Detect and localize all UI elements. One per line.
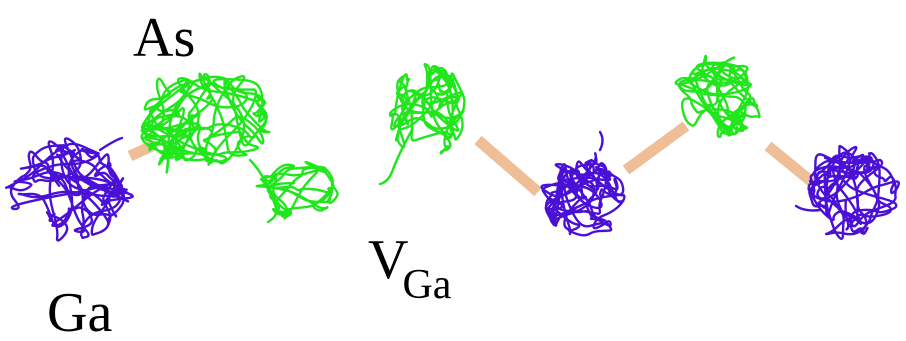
arsenic-strand-1	[248, 158, 278, 224]
bond-2	[474, 135, 542, 197]
arsenic-atom-1	[140, 72, 271, 174]
label-vacancy-subscript: Ga	[402, 262, 452, 308]
label-gallium: Ga	[47, 282, 113, 341]
label-arsenic: As	[133, 7, 196, 69]
arsenic-strand-2	[378, 128, 414, 186]
atoms	[4, 54, 900, 242]
bonds	[127, 121, 816, 197]
gallium-strand-3	[598, 130, 604, 152]
label-vacancy: VGa	[368, 229, 457, 306]
gallium-strand-1	[98, 136, 124, 152]
bond-3	[622, 121, 690, 175]
gallium-atom-3	[807, 144, 900, 240]
arsenic-atom-2	[388, 62, 466, 155]
gallium-strand-2	[794, 204, 822, 212]
arsenic-atom-1-tail	[255, 160, 339, 220]
gallium-atom-1	[4, 137, 134, 242]
bond-4	[764, 141, 816, 187]
label-vacancy-main: V	[368, 229, 409, 291]
arsenic-atom-3	[674, 54, 761, 139]
bond-1	[127, 140, 155, 162]
gallium-atom-2	[540, 152, 626, 237]
